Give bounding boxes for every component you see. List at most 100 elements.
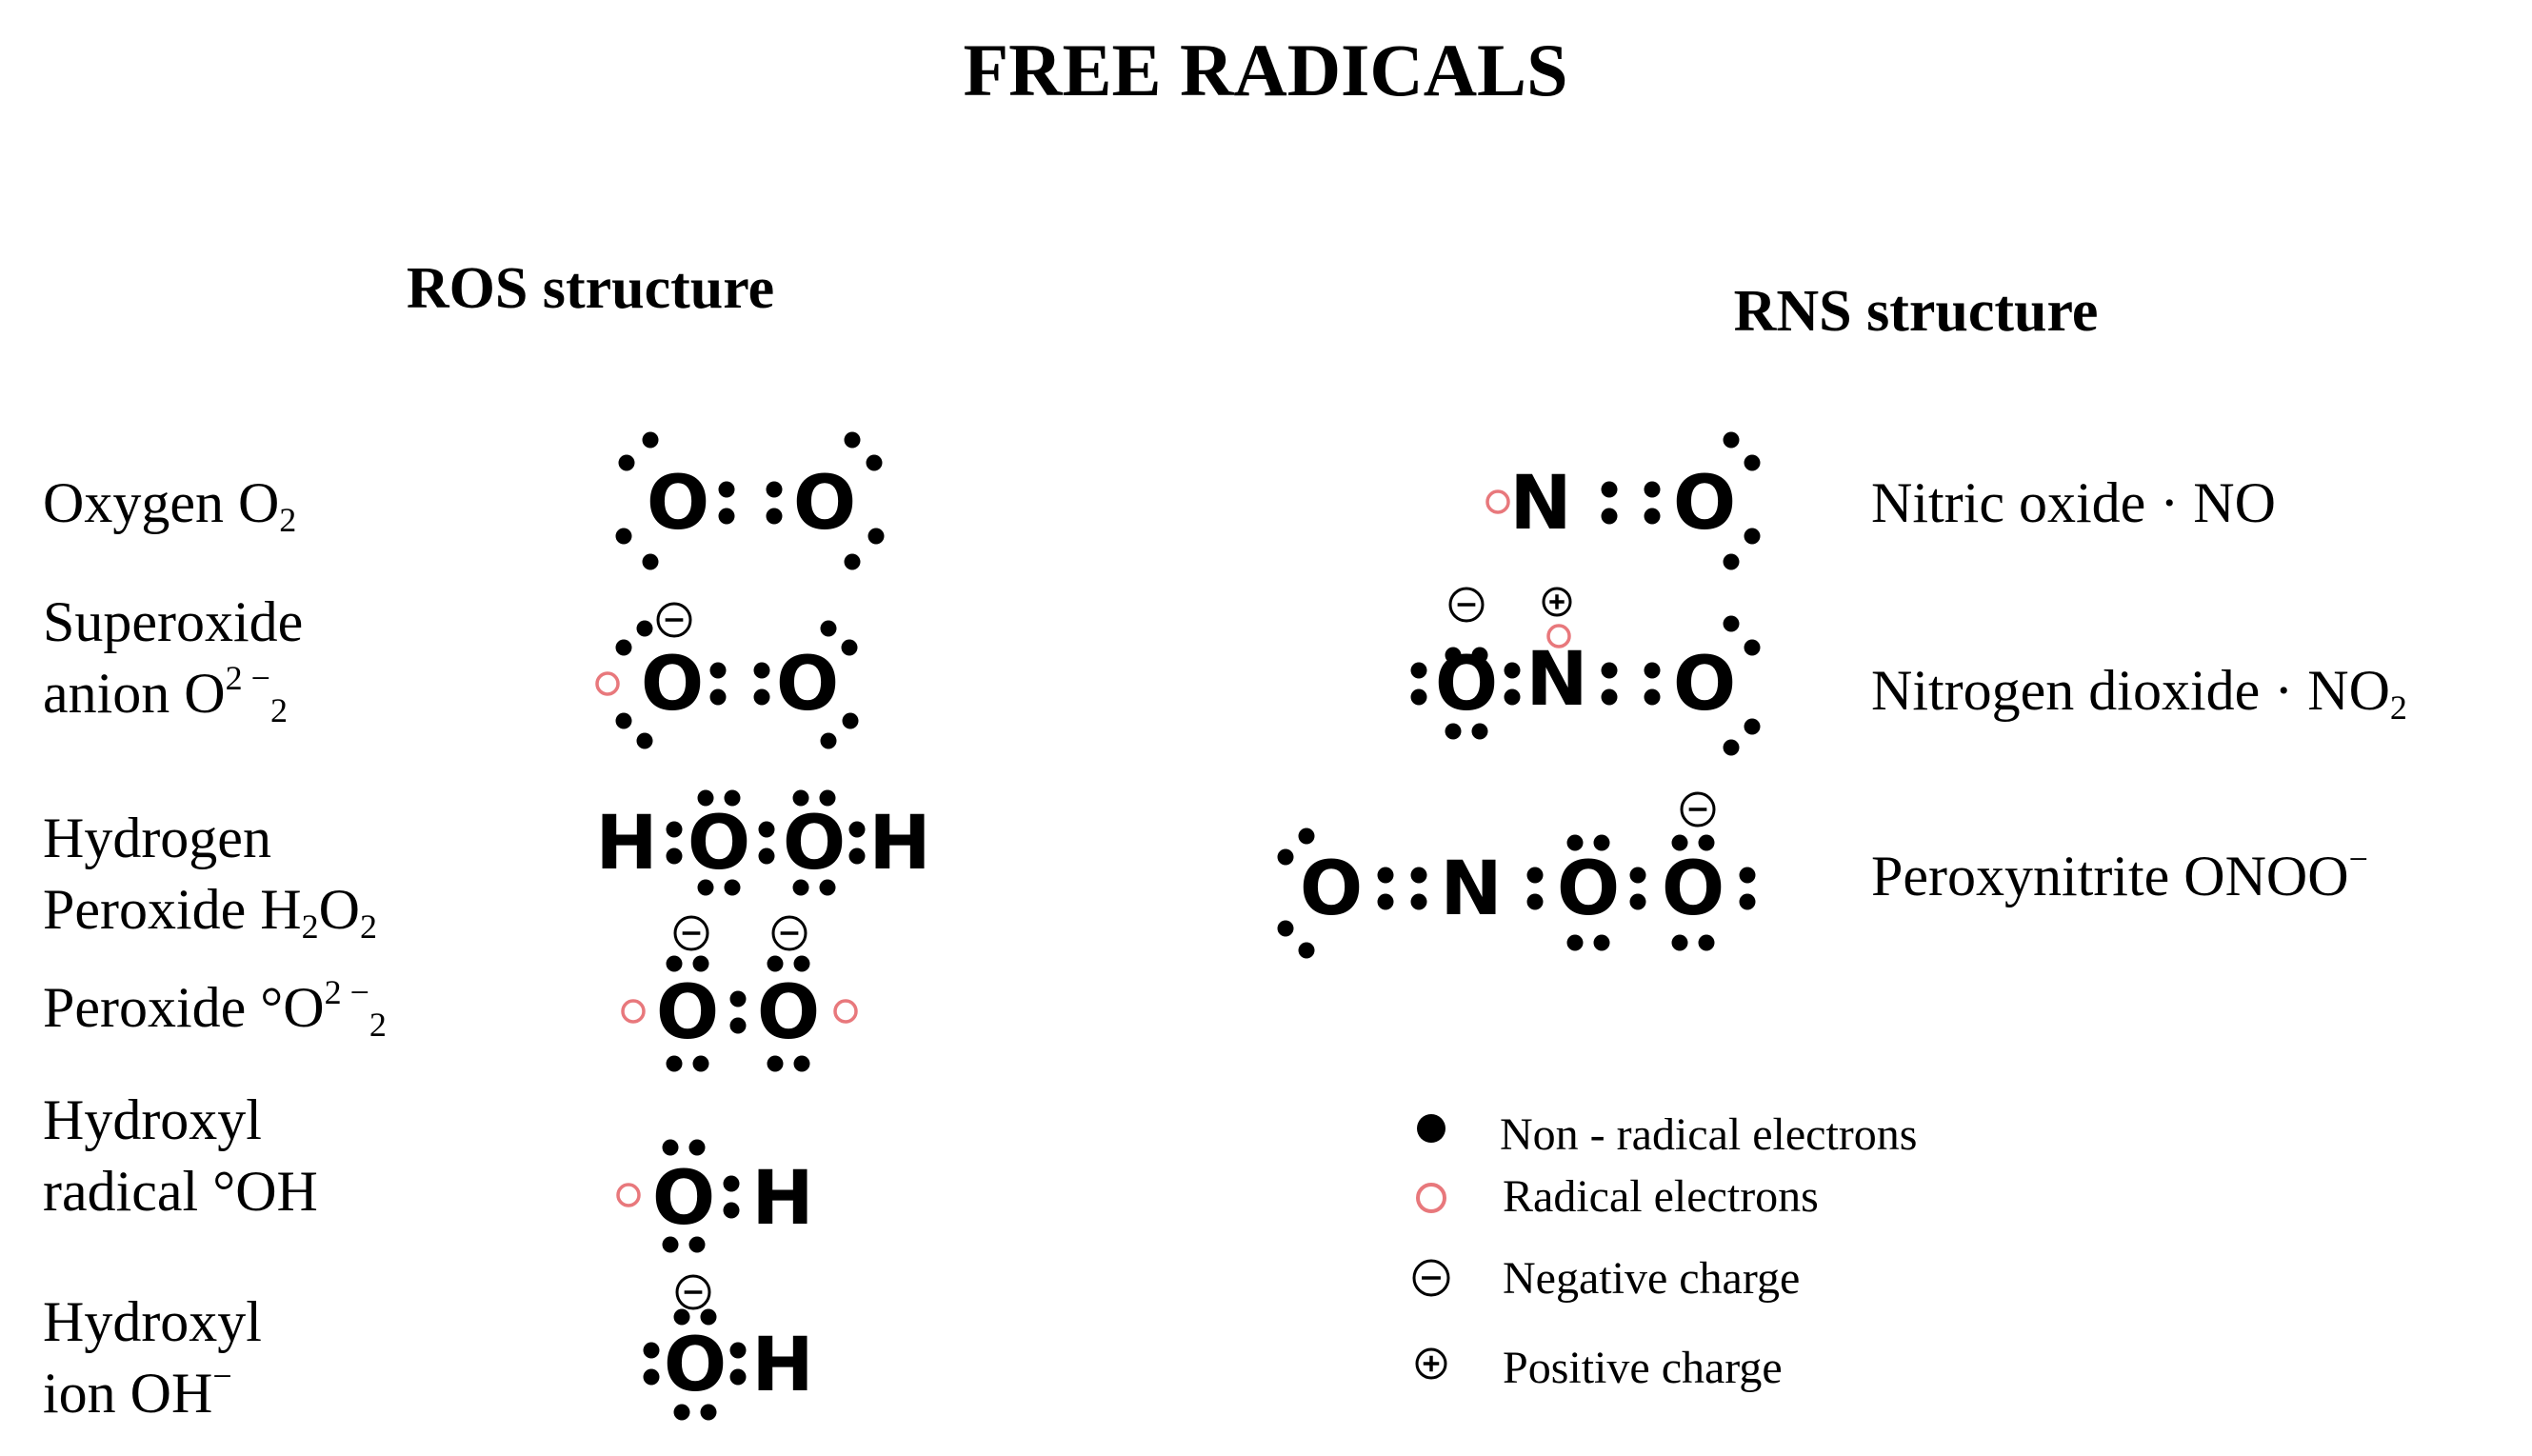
electron-dot bbox=[700, 1308, 717, 1326]
legend-label-positive: Positive charge bbox=[1503, 1343, 1783, 1393]
electron-dot bbox=[844, 553, 861, 570]
negative-charge-icon bbox=[1680, 791, 1716, 828]
electron-dot bbox=[866, 454, 883, 471]
legend-filled-dot-icon bbox=[1417, 1114, 1445, 1143]
electron-dot bbox=[1644, 508, 1661, 525]
electron-dot bbox=[1601, 481, 1618, 498]
electron-dot bbox=[1377, 893, 1394, 910]
atom-oxygen: O bbox=[1673, 642, 1736, 728]
electron-dot bbox=[820, 732, 837, 749]
electron-dot bbox=[1566, 834, 1584, 851]
electron-dot bbox=[618, 454, 635, 471]
electron-dot bbox=[1629, 893, 1646, 910]
atom-oxygen: O bbox=[656, 970, 719, 1056]
electron-dot bbox=[1723, 615, 1740, 632]
positive-charge-icon bbox=[1415, 1347, 1447, 1380]
electron-dot bbox=[718, 481, 735, 498]
electron-dot bbox=[792, 789, 809, 807]
electron-dot bbox=[615, 639, 632, 656]
electron-dot bbox=[723, 1202, 740, 1219]
electron-dot bbox=[819, 879, 836, 896]
electron-dot bbox=[1593, 834, 1610, 851]
electron-dot bbox=[793, 1055, 810, 1072]
label-hydroxyl-ion-line1: Hydroxyl bbox=[43, 1290, 262, 1353]
atom-hydrogen: H bbox=[595, 801, 657, 887]
label-superoxide-line1: Superoxide bbox=[43, 590, 303, 653]
atom-oxygen: O bbox=[641, 642, 704, 728]
electron-dot bbox=[662, 1236, 679, 1253]
electron-dot bbox=[1526, 867, 1544, 884]
negative-charge-icon bbox=[771, 915, 807, 951]
legend-label-negative: Negative charge bbox=[1503, 1253, 1800, 1304]
electron-dot bbox=[643, 1368, 660, 1386]
legend-label-non-radical: Non - radical electrons bbox=[1500, 1109, 1917, 1160]
electron-dot bbox=[766, 508, 783, 525]
negative-charge-icon bbox=[1448, 587, 1485, 623]
electron-dot bbox=[1671, 934, 1688, 951]
electron-dot bbox=[1566, 934, 1584, 951]
electron-dot bbox=[1410, 893, 1427, 910]
legend-label-radical: Radical electrons bbox=[1503, 1171, 1819, 1222]
page-title: FREE RADICALS bbox=[964, 29, 1568, 111]
electron-dot bbox=[1671, 834, 1688, 851]
electron-dot bbox=[1601, 662, 1618, 679]
electron-dot bbox=[709, 688, 727, 706]
electron-dot bbox=[1644, 662, 1661, 679]
electron-dot bbox=[792, 879, 809, 896]
electron-dot bbox=[1739, 867, 1756, 884]
radical-electron bbox=[616, 1183, 641, 1207]
electron-dot bbox=[1601, 508, 1618, 525]
atom-oxygen: O bbox=[1300, 847, 1363, 932]
electron-dot bbox=[1698, 834, 1715, 851]
atom-oxygen: O bbox=[793, 461, 856, 547]
electron-dot bbox=[666, 1055, 683, 1072]
label-peroxide: Peroxide °O2 −2 bbox=[43, 973, 387, 1044]
electron-dot bbox=[1377, 867, 1394, 884]
atom-nitrogen: N bbox=[1525, 637, 1587, 723]
atom-oxygen: O bbox=[757, 970, 820, 1056]
electron-dot bbox=[1445, 723, 1462, 740]
label-peroxynitrite: Peroxynitrite ONOO− bbox=[1871, 840, 2368, 908]
electron-dot bbox=[753, 662, 770, 679]
atom-oxygen: O bbox=[1662, 847, 1725, 932]
electron-dot bbox=[688, 1236, 706, 1253]
electron-dot bbox=[1504, 688, 1521, 706]
negative-charge-icon bbox=[1412, 1259, 1450, 1297]
electron-dot bbox=[848, 848, 866, 865]
atom-hydrogen: H bbox=[751, 1323, 813, 1408]
electron-dot bbox=[793, 955, 810, 972]
electron-dot bbox=[1593, 934, 1610, 951]
electron-dot bbox=[1739, 893, 1756, 910]
electron-dot bbox=[697, 879, 714, 896]
electron-dot bbox=[1445, 647, 1462, 664]
electron-dot bbox=[642, 553, 659, 570]
electron-dot bbox=[1629, 867, 1646, 884]
atom-oxygen: O bbox=[664, 1323, 727, 1408]
electron-dot bbox=[841, 639, 858, 656]
ros-heading: ROS structure bbox=[407, 256, 774, 321]
electron-dot bbox=[724, 789, 741, 807]
label-hydroxyl-radical-line2: radical °OH bbox=[43, 1160, 318, 1223]
electron-dot bbox=[1723, 553, 1740, 570]
electron-dot bbox=[1644, 481, 1661, 498]
electron-dot bbox=[1471, 723, 1488, 740]
electron-dot bbox=[697, 789, 714, 807]
electron-dot bbox=[758, 848, 775, 865]
electron-dot bbox=[767, 955, 784, 972]
label-oxygen: Oxygen O2 bbox=[43, 471, 296, 539]
electron-dot bbox=[1277, 848, 1294, 866]
electron-dot bbox=[767, 1055, 784, 1072]
electron-dot bbox=[1744, 639, 1761, 656]
electron-dot bbox=[1410, 662, 1427, 679]
electron-dot bbox=[729, 1342, 747, 1359]
electron-dot bbox=[729, 990, 747, 1007]
electron-dot bbox=[842, 712, 859, 729]
electron-dot bbox=[1298, 942, 1315, 959]
electron-dot bbox=[718, 508, 735, 525]
legend-open-circle-icon bbox=[1416, 1183, 1446, 1213]
electron-dot bbox=[867, 528, 885, 545]
electron-dot bbox=[1526, 893, 1544, 910]
electron-dot bbox=[692, 1055, 709, 1072]
